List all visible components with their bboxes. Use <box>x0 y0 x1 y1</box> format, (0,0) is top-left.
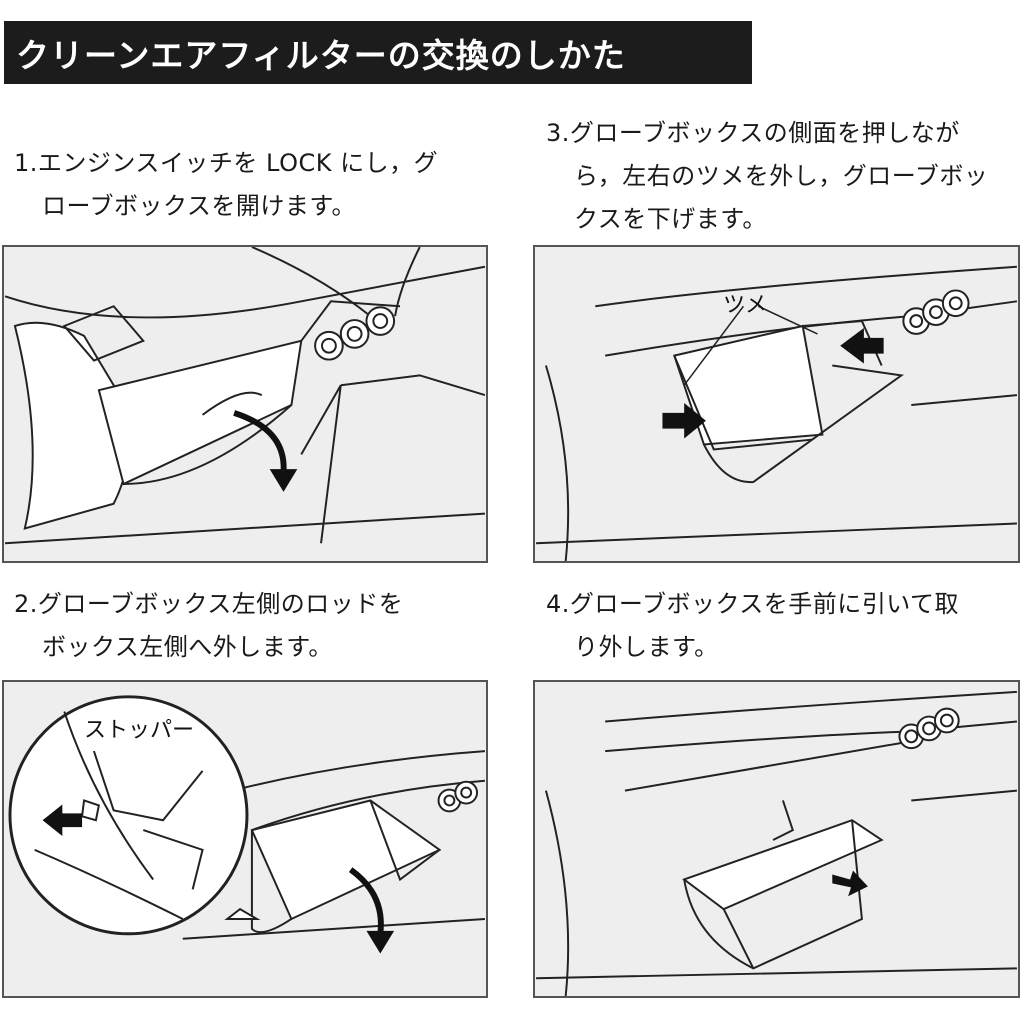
step-3-text: 3.グローブボックスの側面を押しなが ら，左右のツメを外し，グローブボッ クスを… <box>546 112 988 241</box>
glovebox-open-illustration <box>4 247 486 561</box>
step-line: グローブボックスを手前に引いて取 <box>570 590 959 618</box>
stopper-rod-illustration <box>4 682 486 996</box>
step-line: ボックス左側へ外します。 <box>14 626 403 669</box>
step-line: エンジンスイッチを LOCK にし，グ <box>38 149 438 177</box>
arrow-left-icon <box>840 328 883 364</box>
step-4-text: 4.グローブボックスを手前に引いて取 り外します。 <box>546 583 959 669</box>
step-line: グローブボックスの側面を押しなが <box>570 119 960 147</box>
glovebox-removed-illustration <box>535 682 1018 996</box>
vent-icon <box>903 290 968 333</box>
vent-icon <box>899 709 958 748</box>
step-number: 2. <box>14 590 38 618</box>
vent-icon <box>439 782 478 812</box>
step-1-text: 1.エンジンスイッチを LOCK にし，グ ローブボックスを開けます。 <box>14 142 438 228</box>
step-2-text: 2.グローブボックス左側のロッドを ボックス左側へ外します。 <box>14 583 403 669</box>
step-number: 3. <box>546 119 570 147</box>
step-line: り外します。 <box>546 626 959 669</box>
step-line: ローブボックスを開けます。 <box>14 185 438 228</box>
step-2-illustration: ストッパー <box>2 680 488 998</box>
step-4-illustration <box>533 680 1020 998</box>
step-number: 4. <box>546 590 570 618</box>
step-line: グローブボックス左側のロッドを <box>38 590 403 618</box>
stopper-callout-label: ストッパー <box>84 712 194 744</box>
step-1-illustration <box>2 245 488 563</box>
step-line: ら，左右のツメを外し，グローブボッ <box>546 155 988 198</box>
step-line: クスを下げます。 <box>546 198 988 241</box>
glovebox-sides-illustration <box>535 247 1018 561</box>
page-title: クリーンエアフィルターの交換のしかた <box>4 21 752 84</box>
step-number: 1. <box>14 149 38 177</box>
arrow-right-icon <box>832 871 868 897</box>
step-3-illustration: ツメ <box>533 245 1020 563</box>
vent-icon <box>315 307 394 359</box>
claw-callout-label: ツメ <box>723 287 767 319</box>
